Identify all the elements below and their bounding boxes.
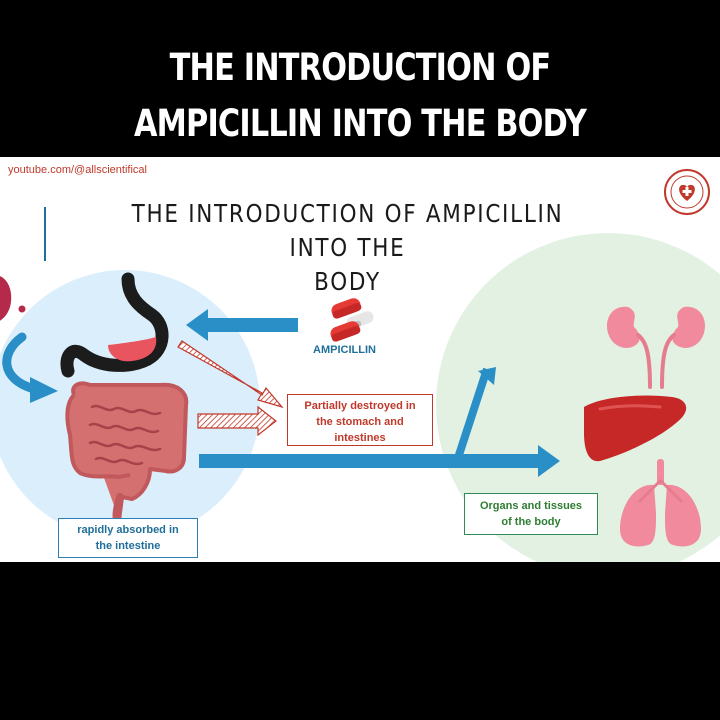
arrow-intestine-to-organs — [199, 445, 560, 477]
organs-line-2: of the body — [501, 516, 561, 528]
pill-icon — [330, 298, 374, 342]
red-arrows — [177, 340, 284, 437]
destroyed-box: Partially destroyed in the stomach and i… — [287, 394, 433, 446]
arrow-stomach-to-intestine — [2, 332, 39, 394]
slide-title: THE INTRODUCTION OF AMPICILLIN INTO THE … — [100, 197, 595, 299]
slide-panel: youtube.com/@allscientifical THE INTRODU… — [0, 157, 720, 562]
kidney-icon — [606, 306, 706, 389]
diagram-art — [0, 169, 720, 562]
destroyed-line-3: intestines — [334, 432, 386, 444]
stomach-icon — [60, 272, 169, 378]
channel-credit: youtube.com/@allscientifical — [8, 164, 147, 176]
destroyed-line-1: Partially destroyed in — [304, 400, 416, 412]
lungs-icon — [620, 459, 701, 547]
arrow-intestine-to-destroyed — [197, 405, 277, 437]
decor-blob — [0, 276, 12, 321]
slide-title-line-2: BODY — [314, 267, 381, 296]
organs-line-1: Organs and tissues — [479, 500, 583, 512]
decor-dot — [18, 305, 26, 313]
absorbed-box: rapidly absorbed in the intestine — [58, 518, 198, 558]
ampicillin-label: AMPICILLIN — [313, 344, 376, 356]
arrow-stomach-to-destroyed — [177, 340, 284, 409]
seal-logo-icon — [664, 169, 710, 215]
absorbed-line-1: rapidly absorbed in — [77, 524, 179, 536]
video-title-line-1: THE INTRODUCTION OF — [169, 46, 551, 89]
arrow-pill-to-stomach — [186, 309, 298, 341]
right-background-circle — [436, 233, 720, 562]
intestine-icon — [65, 381, 189, 535]
organs-box: Organs and tissues of the body — [464, 493, 598, 535]
blue-arrows — [2, 309, 560, 477]
destroyed-line-2: the stomach and — [316, 416, 404, 428]
liver-icon — [584, 395, 687, 462]
arrow-branch-up — [453, 367, 491, 463]
video-title: THE INTRODUCTION OF AMPICILLIN INTO THE … — [65, 40, 655, 152]
absorbed-line-2: the intestine — [95, 540, 161, 552]
video-title-line-2: AMPICILLIN INTO THE BODY — [134, 102, 587, 145]
title-accent-line — [44, 207, 46, 261]
slide-title-line-1: THE INTRODUCTION OF AMPICILLIN INTO THE — [131, 199, 564, 262]
